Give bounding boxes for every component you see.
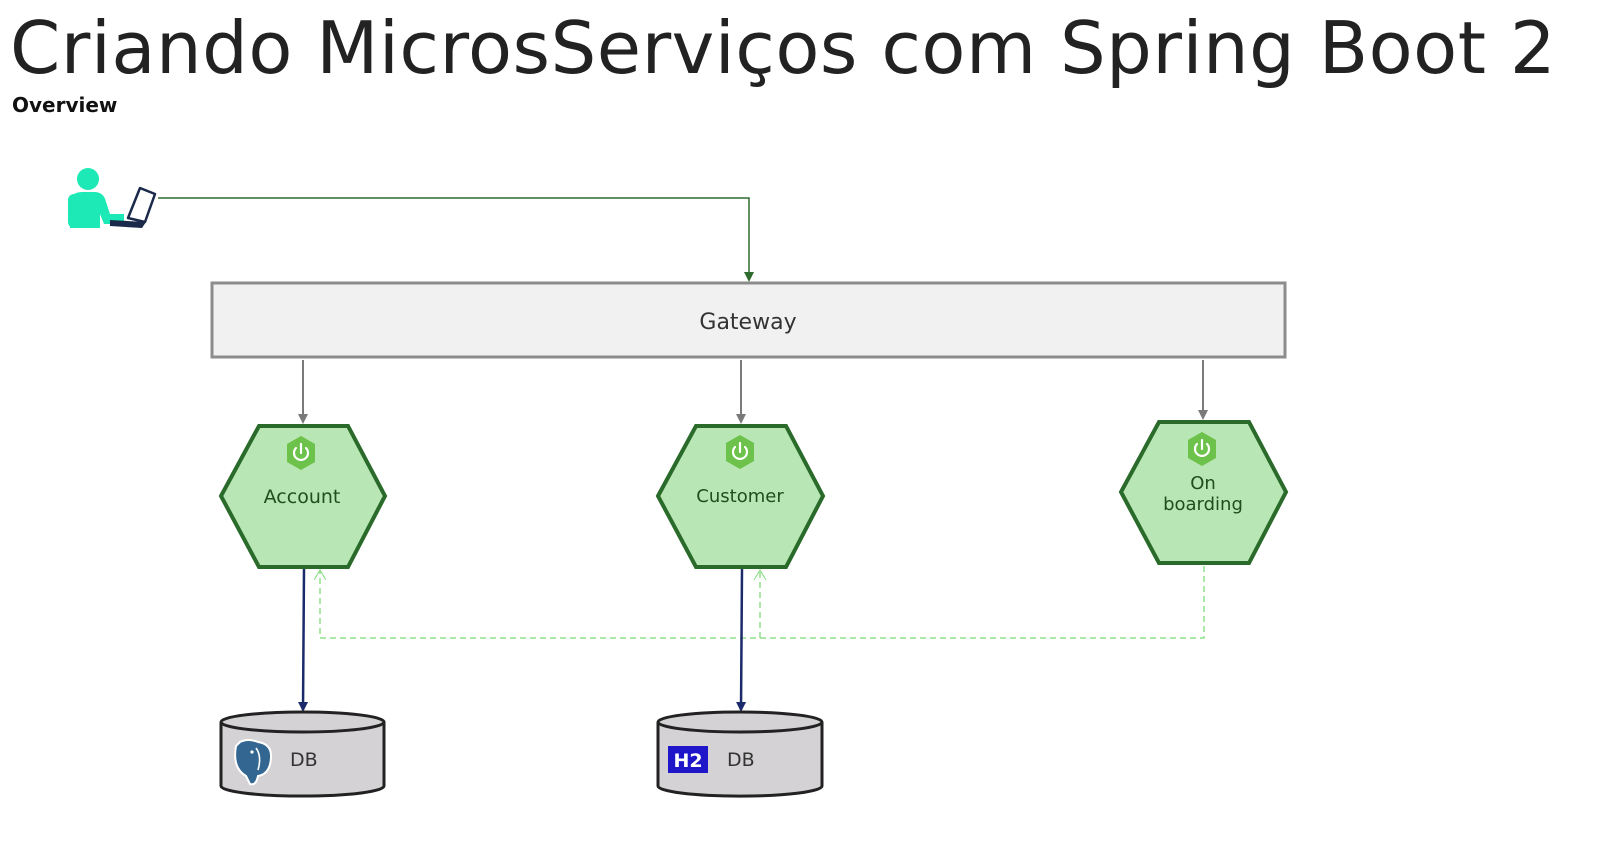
h2-database-icon: H2 bbox=[668, 746, 708, 773]
customer-db-top bbox=[656, 710, 824, 734]
gateway-label: Gateway bbox=[699, 310, 796, 335]
account-hexagon bbox=[218, 424, 388, 569]
page-title: Criando MicrosServiços com Spring Boot 2 bbox=[10, 6, 1557, 90]
account-db-top bbox=[219, 710, 386, 734]
laptop-keyboard bbox=[110, 220, 146, 228]
page-subtitle: Overview bbox=[12, 93, 118, 117]
account-db-cylinder bbox=[219, 722, 386, 798]
laptop-screen bbox=[126, 186, 157, 224]
edge-account-db bbox=[298, 568, 309, 712]
customer-db-cylinder bbox=[656, 722, 824, 798]
edge-onboarding-account-dashed bbox=[320, 566, 1205, 639]
edge-customer-db bbox=[736, 568, 747, 712]
postgresql-elephant-icon bbox=[234, 739, 273, 786]
customer-db-label: DB bbox=[727, 749, 755, 771]
onboarding-label-line2: boarding bbox=[1163, 494, 1243, 515]
database-customer: H2 DB bbox=[656, 710, 824, 798]
user-head bbox=[77, 168, 99, 190]
customer-hexagon bbox=[655, 424, 826, 569]
user-torso bbox=[68, 194, 100, 228]
service-account: Account bbox=[218, 424, 388, 569]
edge-user-gateway bbox=[158, 197, 754, 282]
account-db-label: DB bbox=[290, 749, 318, 771]
user-laptop-icon bbox=[68, 168, 157, 228]
onboarding-hexagon bbox=[1118, 420, 1289, 565]
spring-power-icon bbox=[726, 435, 754, 469]
service-customer: Customer bbox=[655, 424, 826, 569]
spring-power-icon bbox=[1188, 432, 1216, 466]
gateway-box bbox=[210, 281, 1287, 359]
customer-label: Customer bbox=[696, 486, 784, 507]
gateway-node: Gateway bbox=[210, 281, 1287, 359]
onboarding-label-line1: On bbox=[1190, 473, 1216, 494]
spring-power-icon bbox=[287, 436, 315, 470]
account-label: Account bbox=[264, 486, 341, 508]
service-onboarding: On boarding bbox=[1118, 420, 1289, 565]
h2-badge-text: H2 bbox=[673, 750, 702, 772]
database-account: DB bbox=[219, 710, 386, 798]
